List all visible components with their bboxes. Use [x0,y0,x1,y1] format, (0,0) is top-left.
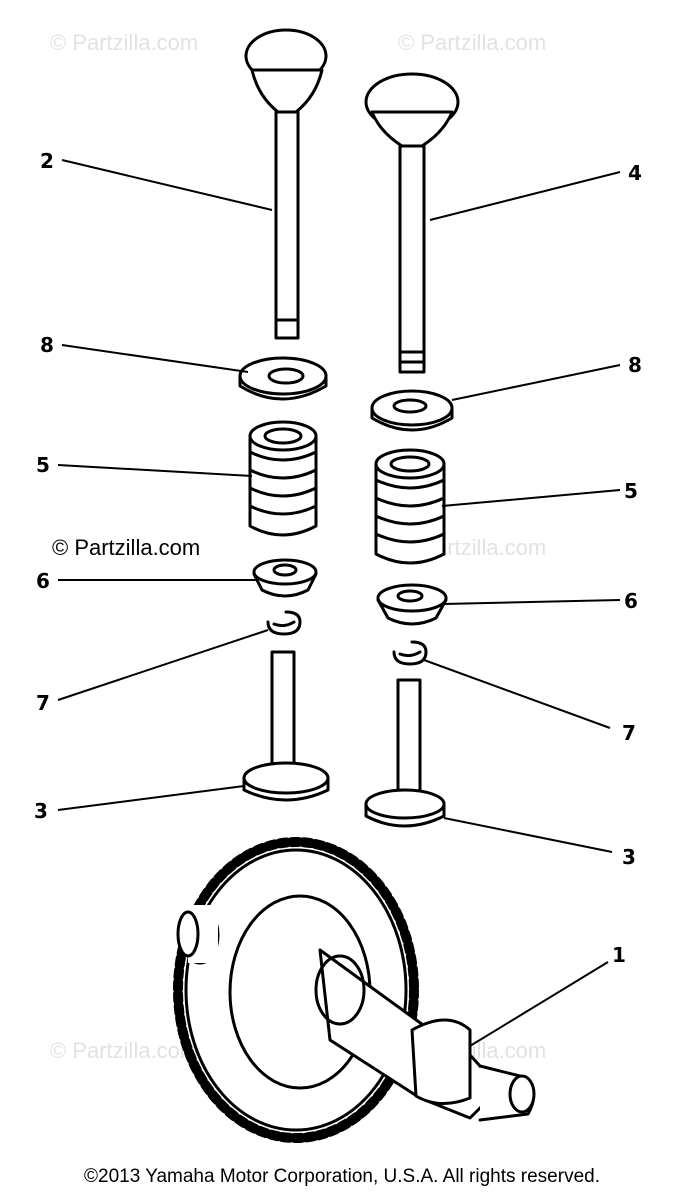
copyright-footer: ©2013 Yamaha Motor Corporation, U.S.A. A… [84,1166,600,1187]
callout-3-left: 3 [34,799,48,823]
watermark-mid-left: © Partzilla.com [52,535,200,560]
callout-2: 2 [40,149,54,173]
callout-8-right: 8 [628,353,642,377]
valve-cotter-left [266,610,302,636]
watermark-top-left: © Partzilla.com [50,30,198,55]
callout-3-right: 3 [622,845,636,869]
camshaft-assembly [173,837,536,1143]
spring-seat-left [238,356,328,401]
callout-6-right: 6 [624,589,638,613]
leader-lines [57,159,621,1047]
callout-7-right: 7 [622,721,636,745]
spring-retainer-right [376,583,448,626]
callout-4: 4 [628,161,642,185]
exhaust-valve [364,72,460,374]
callout-5-right: 5 [624,479,638,503]
watermark-top-right: © Partzilla.com [398,30,546,55]
watermark-bottom-left: © Partzilla.com [50,1038,198,1063]
spring-seat-right [370,389,454,432]
valve-spring-left [248,420,318,537]
valve-lifter-right [364,678,446,828]
intake-valve [244,28,328,340]
spring-retainer-left [252,558,318,598]
valve-spring-right [374,448,446,565]
callout-7-left: 7 [36,691,50,715]
valve-cotter-right [392,640,428,666]
callout-1: 1 [612,943,626,967]
callout-8-left: 8 [40,333,54,357]
callout-5-left: 5 [36,453,50,477]
callout-6-left: 6 [36,569,50,593]
valve-lifter-left [242,650,330,802]
